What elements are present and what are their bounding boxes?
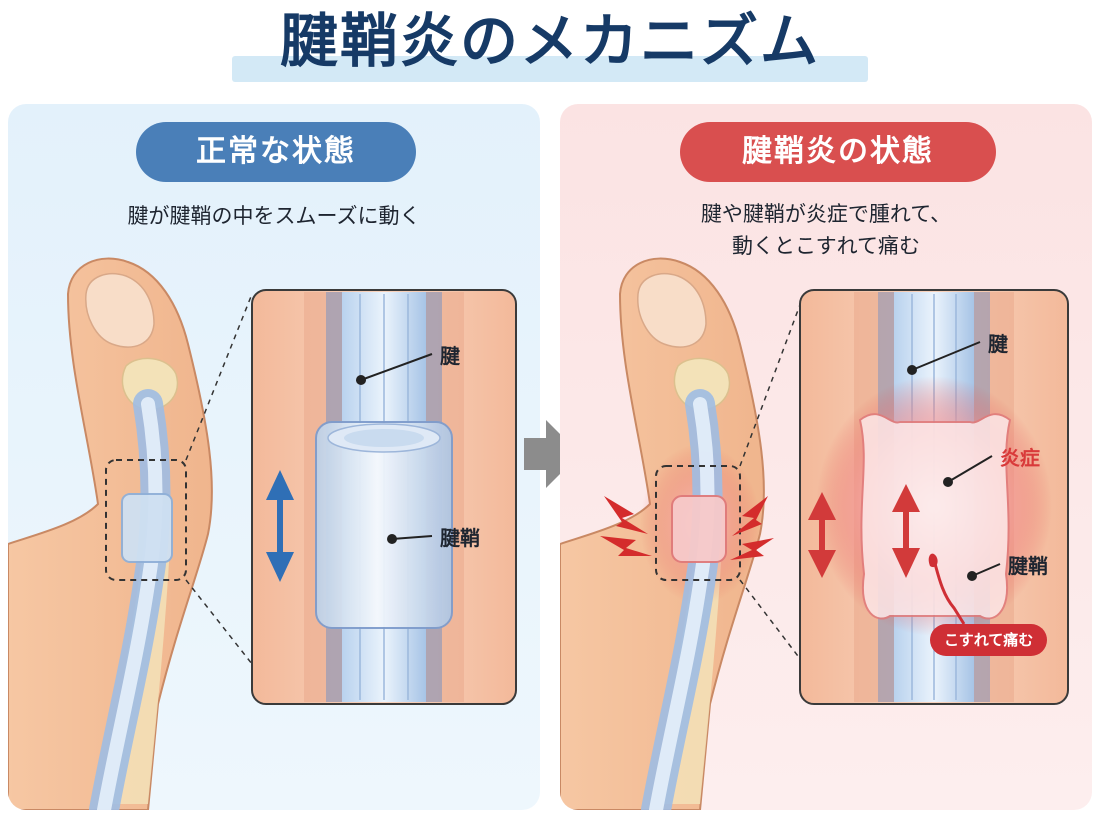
- arrow-right-icon: [524, 420, 580, 488]
- title-underline: [232, 56, 868, 82]
- sheath-zoom: [315, 421, 453, 629]
- inflamed-state-heading: 腱鞘炎の状態: [680, 122, 996, 182]
- sheath-small: [121, 493, 173, 563]
- inflamed-state-description-line2: 動くとこすれて痛む: [732, 234, 920, 258]
- label-tendon: 腱: [988, 332, 1008, 356]
- page-title: 腱鞘炎のメカニズム: [279, 7, 820, 75]
- zoom-inset: [251, 289, 517, 705]
- label-sheath: 腱鞘: [1008, 554, 1048, 578]
- zoom-focus-box: [105, 459, 187, 581]
- double-arrow-vertical-icon: [808, 484, 920, 578]
- normal-illustration: [8, 257, 517, 810]
- sheath-small: [671, 495, 727, 563]
- label-tendon: 腱: [440, 344, 460, 368]
- inflamed-state-panel: 腱鞘炎の状態 腱や腱鞘が炎症で腫れて、 動くとこすれて痛む: [560, 104, 1092, 810]
- thumbnail: [637, 273, 707, 348]
- pain-spark-icon: [600, 496, 774, 560]
- thumbnail: [85, 273, 155, 348]
- double-arrow-vertical-icon: [266, 470, 294, 582]
- title-area: 腱鞘炎のメカニズム: [0, 0, 1100, 96]
- normal-state-description: 腱が腱鞘の中をスムーズに動く: [127, 204, 421, 228]
- normal-state-heading: 正常な状態: [136, 122, 416, 182]
- zoom-focus-box: [655, 465, 741, 581]
- friction-pain-badge: こすれて痛む: [930, 624, 1048, 656]
- normal-state-panel: 正常な状態 腱が腱鞘の中をスムーズに動く: [8, 104, 540, 810]
- label-inflammation: 炎症: [1000, 446, 1040, 470]
- label-sheath: 腱鞘: [440, 526, 480, 550]
- inflamed-state-description-line1: 腱や腱鞘が炎症で腫れて、: [700, 202, 952, 226]
- swollen-sheath-zoom: [858, 413, 1012, 620]
